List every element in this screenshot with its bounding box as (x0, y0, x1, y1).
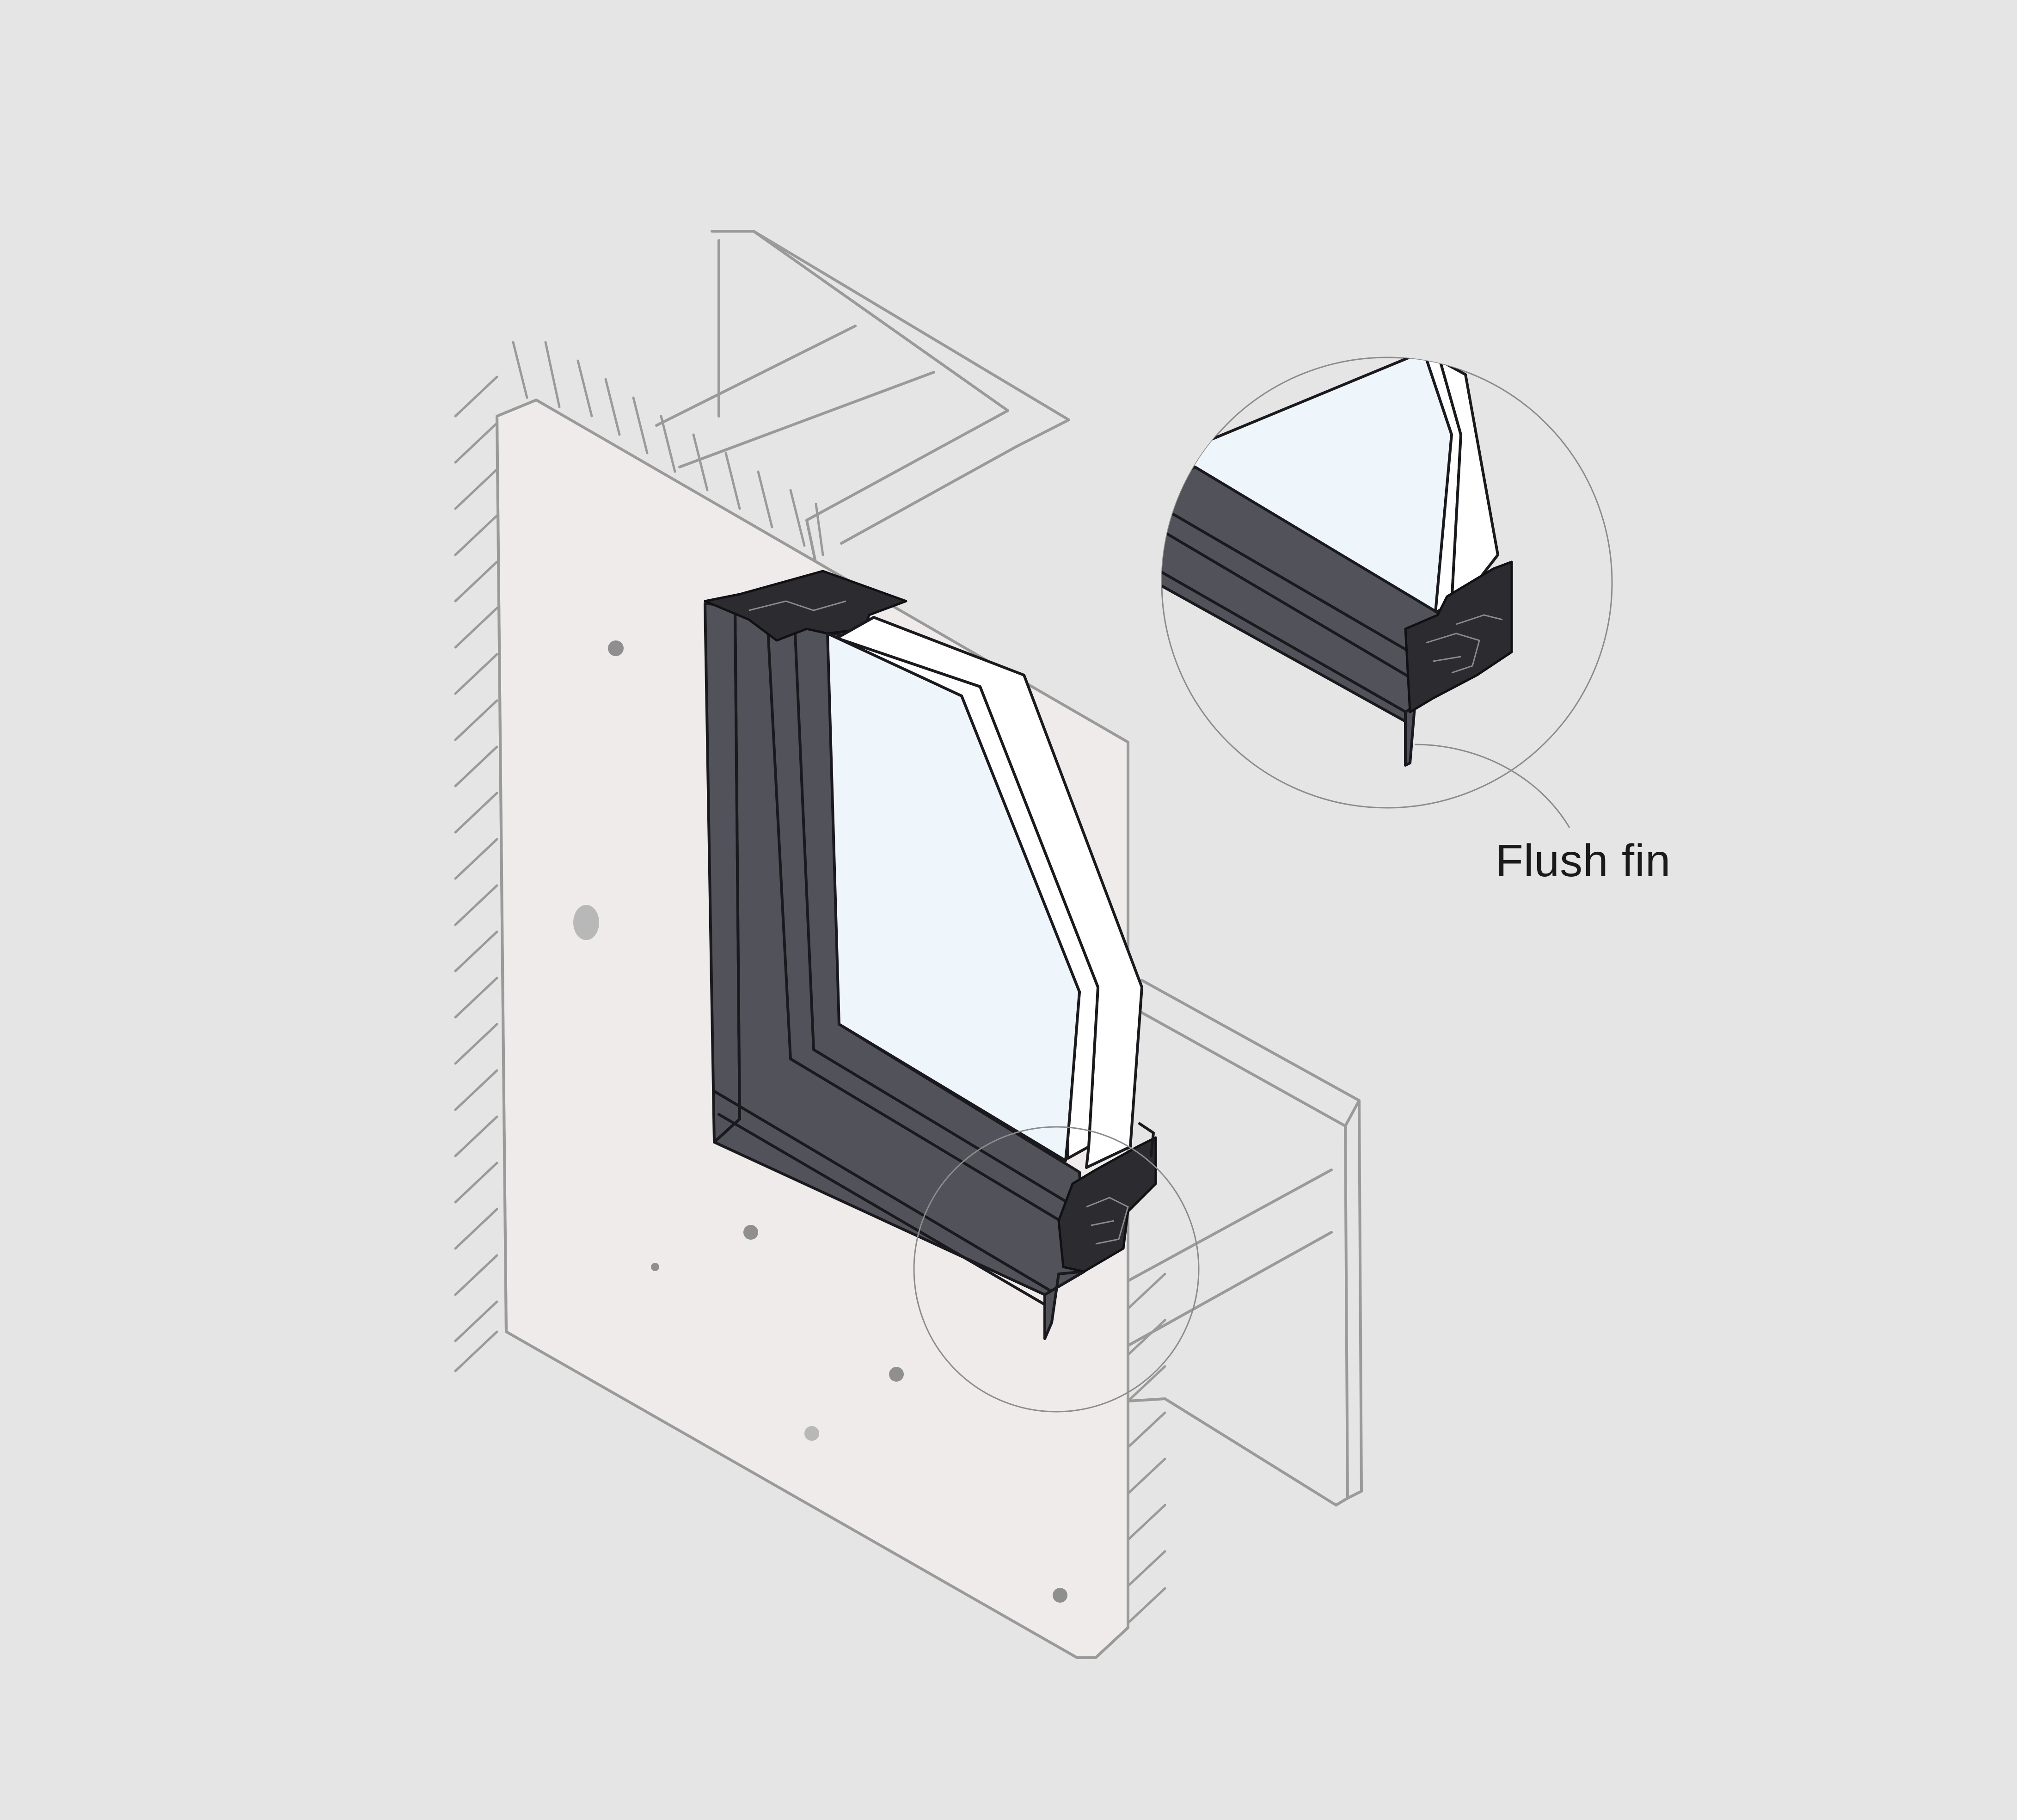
flush-fin-label: Flush fin (1496, 835, 1671, 886)
wall-hatch-top (512, 341, 824, 556)
frame-profile-end (1404, 560, 1513, 713)
anchor-dot (573, 905, 599, 940)
window-assembly (704, 570, 1157, 1340)
detail-circle (913, 1126, 1200, 1413)
anchor-dot (1053, 1588, 1067, 1603)
glass-pane (826, 632, 1081, 1162)
wall-hatch-right (1127, 1273, 1166, 1624)
callout-leader (1414, 744, 1570, 828)
wall-hatch-left (454, 375, 498, 1372)
anchor-dot (889, 1367, 904, 1382)
anchor-dot (804, 1426, 819, 1441)
detail-magnifier (1161, 357, 1613, 809)
header-wireframe (655, 230, 1070, 566)
anchor-dot (651, 1263, 659, 1271)
anchor-dot (608, 640, 624, 656)
anchor-dot (743, 1225, 758, 1240)
flush-fin (1043, 1270, 1085, 1340)
frame-profile-end (1057, 1136, 1157, 1273)
sill-wireframe (1127, 979, 1363, 1506)
